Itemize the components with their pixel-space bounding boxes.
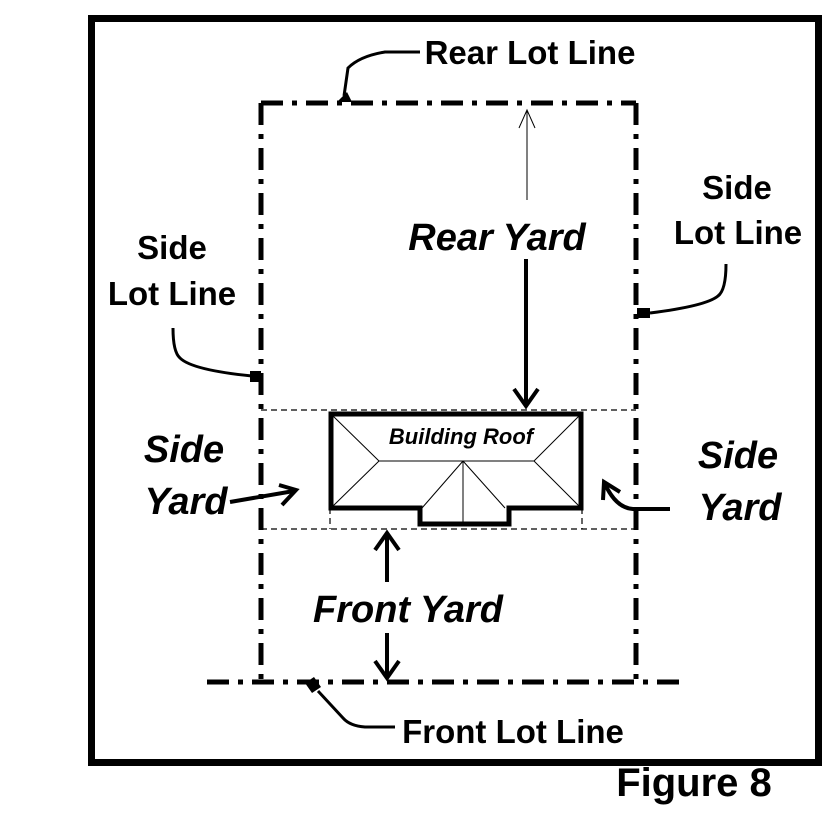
right-side-lot-line-leader-tip — [637, 308, 650, 318]
left-side-lot-line-leader-tip — [250, 371, 261, 382]
front-lot-line-leader-tip — [305, 677, 321, 693]
left-side-yard-arrowhead — [278, 483, 300, 507]
rear-lot-line-label: Rear Lot Line — [425, 34, 636, 71]
figure-caption: Figure 8 — [616, 761, 772, 805]
right-side-lot-line-callout: Side Lot Line — [637, 169, 802, 318]
left-side-lot-line-label-line2: Lot Line — [108, 275, 236, 312]
right-side-yard-label-line2: Yard — [698, 487, 782, 529]
building-roof-label: Building Roof — [389, 424, 536, 449]
right-side-yard-label-line1: Side — [698, 435, 778, 477]
rear-lot-line-callout: Rear Lot Line — [337, 34, 635, 102]
left-side-lot-line-label-line1: Side — [137, 229, 207, 266]
left-side-yard-label-line1: Side — [144, 429, 224, 471]
front-yard-arrowhead-down — [373, 659, 401, 682]
outer-frame — [88, 15, 822, 766]
rear-yard-dimension: Rear Yard — [408, 108, 587, 410]
right-side-yard-arrowhead — [601, 478, 622, 501]
setback-lines — [261, 409, 636, 530]
front-yard-arrowhead-up — [373, 529, 401, 552]
right-side-yard: Side Yard — [601, 435, 782, 529]
lot-boundary — [207, 100, 685, 685]
right-side-lot-line-label-line2: Lot Line — [674, 214, 802, 251]
rear-yard-arrowhead-up — [518, 108, 536, 129]
front-yard-label: Front Yard — [313, 589, 504, 631]
front-yard-dimension: Front Yard — [313, 529, 504, 682]
right-side-lot-line-label-line1: Side — [702, 169, 772, 206]
rear-yard-arrowhead-down — [512, 387, 540, 410]
left-side-yard-label-line2: Yard — [144, 481, 228, 523]
rear-lot-line-leader-tip — [337, 92, 352, 102]
left-side-lot-line-callout: Side Lot Line — [108, 229, 261, 382]
rear-yard-label: Rear Yard — [408, 217, 586, 259]
right-side-lot-line-leader — [649, 263, 728, 315]
rear-lot-line-leader — [342, 50, 420, 97]
front-lot-line-label: Front Lot Line — [402, 713, 624, 750]
roof-ridge-lines — [332, 415, 580, 522]
front-lot-line-callout: Front Lot Line — [305, 677, 624, 750]
right-side-yard-arrow — [603, 483, 670, 511]
left-side-lot-line-leader — [171, 327, 253, 378]
left-side-yard: Side Yard — [144, 429, 300, 523]
building-roof: Building Roof — [328, 411, 584, 527]
front-lot-line-leader — [316, 689, 395, 729]
left-side-yard-arrow — [229, 489, 295, 504]
